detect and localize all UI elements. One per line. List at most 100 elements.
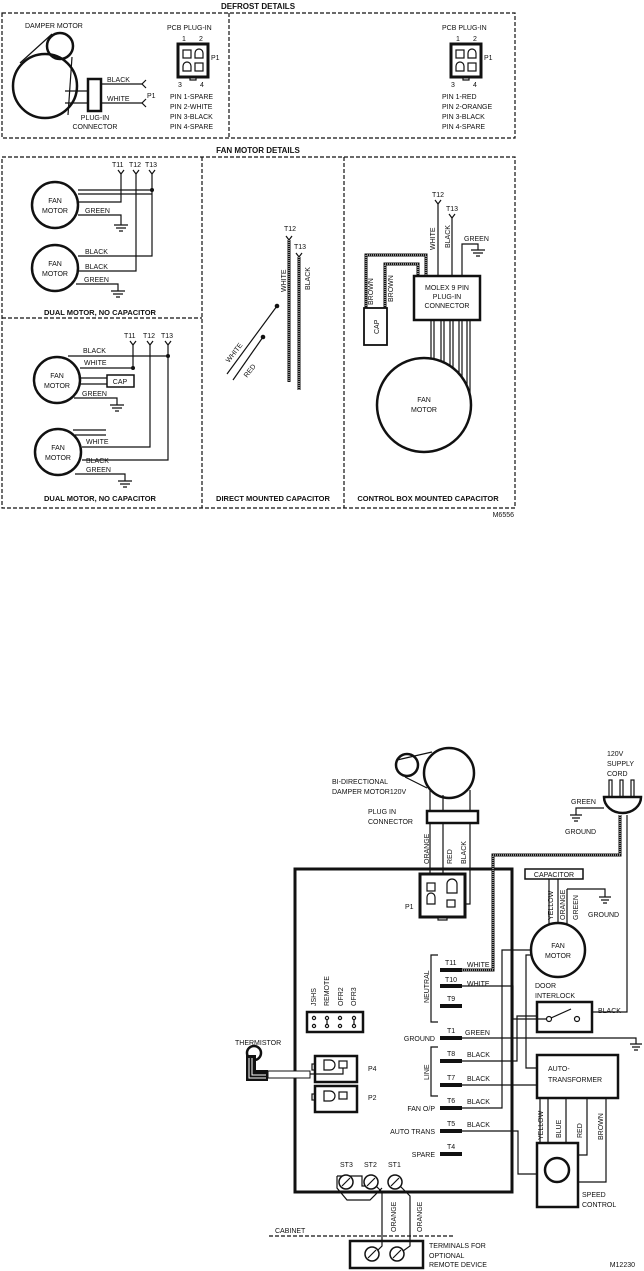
wire-label-black: BLACK [467,1099,490,1106]
fan-label: FAN [50,373,64,380]
wire-label-white: WHITE [107,96,130,103]
motor-label: MOTOR [411,407,437,414]
defrost-details: DEFROST DETAILS DAMPER MOTOR BLACK WHITE… [1,2,516,139]
wire-label-black: BLACK [467,1052,490,1059]
pin-assignment: PIN 4-SPARE [442,124,485,131]
wire-label-green: GREEN [571,799,596,806]
wire-label-green: GREEN [573,895,580,920]
t12-label: T12 [143,333,155,340]
wire-label-green: GREEN [82,391,107,398]
wire-label-black: BLACK [85,249,108,256]
fan-motor-icon [529,921,587,979]
jumper-label: OFR2 [338,987,345,1006]
plug-label: PLUG IN [368,809,396,816]
terminal-strip: T11 T10 T9 T1 T8 T7 T6 T5 T4 WHITE WHITE… [390,954,490,1159]
neutral-label: NEUTRAL [424,970,431,1003]
caption-dual-motor-2: DUAL MOTOR, NO CAPACITOR [44,494,157,503]
damper-label: BI-DIRECTIONAL [332,779,388,786]
door-label: DOOR [535,983,556,990]
wire-label-black: BLACK [83,348,106,355]
wire-label-yellow: YELLOW [538,1110,545,1140]
wire-label-red: RED [243,363,258,379]
t12-label: T12 [432,192,444,199]
motor-label: MOTOR [42,208,68,215]
plug-icon [602,779,643,815]
wire-label-black: BLACK [467,1122,490,1129]
p1-label: P1 [147,93,156,100]
molex-label: PLUG-IN [433,294,461,301]
fan-motor-details: FAN MOTOR DETAILS FAN MOTOR FAN MOTOR T1… [1,146,516,519]
t13-label: T13 [294,244,306,251]
p4-label: P4 [368,1066,377,1073]
caption-control-box: CONTROL BOX MOUNTED CAPACITOR [357,494,499,503]
pcb-connector-icon [449,42,483,79]
wire-label-white: WHITE [467,962,490,969]
wire-label-white: WHITE [281,269,288,292]
pin-assignment: PIN 1-RED [442,94,477,101]
auto-transformer [535,1053,620,1100]
caption-dual-motor: DUAL MOTOR, NO CAPACITOR [44,308,157,317]
jumper-label: OFR3 [351,987,358,1006]
t12-label: T12 [129,162,141,169]
plugin-label: PLUG-IN [81,115,109,122]
molex-label: MOLEX 9 PIN [425,285,469,292]
motor-label: MOTOR [545,953,571,960]
wire-label-orange: ORANGE [391,1201,398,1232]
spare-label: SPARE [412,1152,436,1159]
t13-label: T13 [145,162,157,169]
cap-box [363,307,388,346]
p1-label: P1 [405,904,414,911]
wire-label-green: GREEN [464,236,489,243]
fan-label: FAN [51,445,65,452]
terminal-label: T7 [447,1075,455,1082]
wire-label-white: WHITE [430,227,437,250]
wire-label-blue: BLUE [556,1119,563,1138]
door-label: INTERLOCK [535,993,575,1000]
wire-label-red: RED [577,1123,584,1138]
ground-label: GROUND [588,912,619,919]
speed-control [535,1141,580,1209]
terminal-label: T6 [447,1098,455,1105]
terminal-label: T8 [447,1051,455,1058]
wire-label-brown: BROWN [368,278,375,305]
p1-label: P1 [484,55,493,62]
line-label: LINE [424,1064,431,1080]
pin-num: 4 [200,82,204,89]
wire-label-brown: BROWN [598,1113,605,1140]
control-board [293,867,514,1194]
plug-in-connector [425,809,480,825]
jumper-label: REMOTE [324,976,331,1006]
wire-label-black: BLACK [305,267,312,290]
t11-label: T11 [124,333,136,340]
fan-motor-icon [33,427,83,477]
wire-label-black: BLACK [445,225,452,248]
pin-num: 2 [199,36,203,43]
t11-label: T11 [112,162,124,169]
st1-label: ST1 [388,1162,401,1169]
jumper-block [305,1010,365,1034]
pin-assignment: PIN 1-SPARE [170,94,213,101]
terminal-label: T5 [447,1121,455,1128]
fan-label: FAN [551,943,565,950]
wire-label-green: GREEN [86,467,111,474]
wire-label-black: BLACK [85,264,108,271]
motor-label: MOTOR [44,383,70,390]
wire-label-brown: BROWN [388,275,395,302]
pcb-plugin-label-left: PCB PLUG-IN [167,25,212,32]
t13-label: T13 [446,206,458,213]
wire-label-orange: ORANGE [560,889,567,920]
wire-label-white: WHITE [84,360,107,367]
pin-num: 1 [182,36,186,43]
damper-pulley-icon [394,752,420,778]
wire-label-orange: ORANGE [424,833,431,864]
wire-label-yellow: YELLOW [548,890,555,920]
plug-label: CONNECTOR [368,819,413,826]
wire-label-black: BLACK [461,841,468,864]
wire-label-black: BLACK [598,1008,621,1015]
pin-assignment: PIN 4-SPARE [170,124,213,131]
fan-label: FAN [48,261,62,268]
jumper-label: JSHS [311,988,318,1006]
motor-label: MOTOR [42,271,68,278]
supply-label: CORD [607,771,628,778]
wire-label-orange: ORANGE [417,1201,424,1232]
